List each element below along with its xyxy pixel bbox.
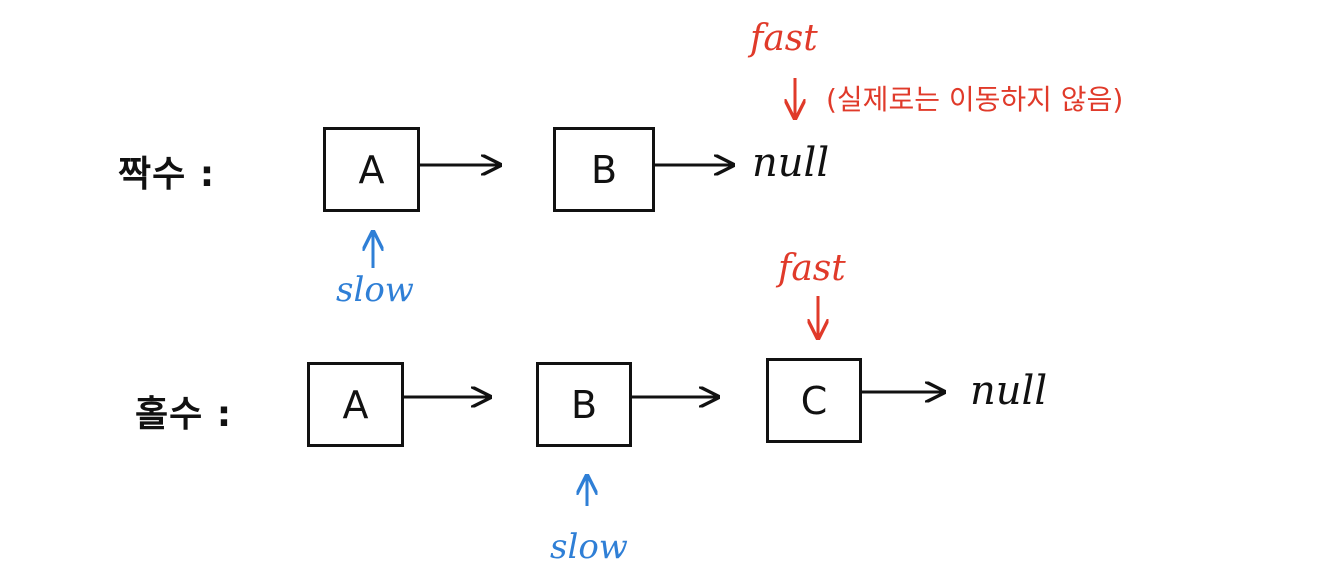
odd-slow-label: slow (550, 527, 628, 567)
even-slow-label: slow (336, 270, 414, 310)
even-fast-label: fast (750, 18, 818, 59)
even-node-b: B (553, 127, 655, 212)
even-null-label: null (752, 140, 830, 186)
odd-node-c-label: C (800, 378, 828, 423)
even-fast-note: (실제로는 이동하지 않음) (826, 83, 1124, 116)
even-node-a-label: A (358, 147, 385, 192)
odd-fast-label: fast (778, 248, 846, 289)
odd-node-b-label: B (570, 382, 598, 427)
odd-node-a-label: A (342, 382, 369, 427)
odd-null-label: null (970, 368, 1048, 414)
even-node-b-label: B (590, 147, 618, 192)
odd-row-label: 홀수 : (135, 394, 233, 435)
odd-node-a: A (307, 362, 404, 447)
even-node-a: A (323, 127, 420, 212)
even-row-label: 짝수 : (118, 154, 216, 195)
odd-node-c: C (766, 358, 862, 443)
odd-node-b: B (536, 362, 632, 447)
